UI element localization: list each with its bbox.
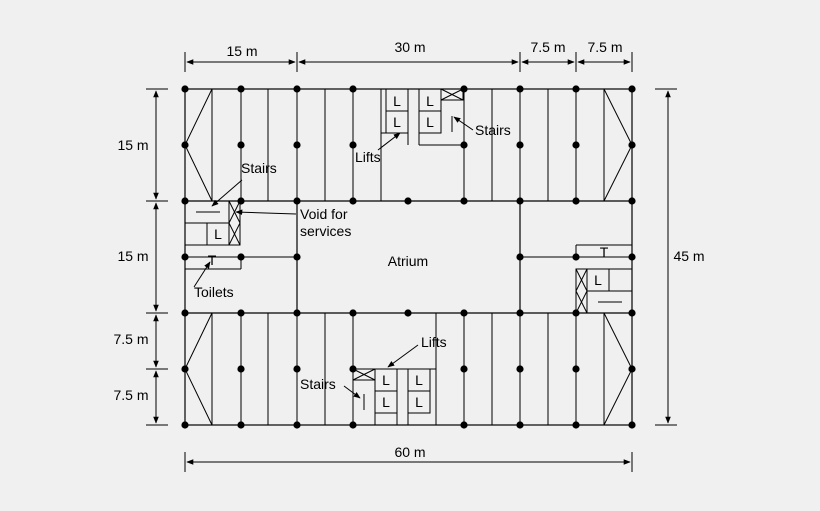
column-dot bbox=[628, 197, 636, 205]
column-dot bbox=[460, 85, 468, 93]
column-dot bbox=[572, 141, 580, 149]
top-lift-label-4: L bbox=[426, 114, 434, 130]
column-dot bbox=[628, 85, 636, 93]
atrium-label: Atrium bbox=[388, 253, 428, 269]
left-core: L T bbox=[184, 200, 241, 268]
column-dot bbox=[181, 421, 189, 429]
bottom-core: L L L L bbox=[352, 368, 436, 425]
stairs-label-top: Stairs bbox=[475, 122, 511, 138]
column-dot bbox=[516, 309, 524, 317]
column-dot bbox=[516, 141, 524, 149]
column-dot bbox=[516, 421, 524, 429]
column-dot bbox=[572, 197, 580, 205]
left-lift-label: L bbox=[214, 226, 222, 242]
column-dot bbox=[293, 197, 301, 205]
column-dot bbox=[237, 421, 245, 429]
column-dot bbox=[237, 309, 245, 317]
void-label-line1: Void for bbox=[300, 206, 348, 222]
column-dot bbox=[293, 253, 301, 261]
column-dot bbox=[404, 309, 412, 317]
void-label-line2: services bbox=[300, 223, 351, 239]
column-dot bbox=[181, 85, 189, 93]
top-lift-label-3: L bbox=[426, 93, 434, 109]
column-dot bbox=[460, 309, 468, 317]
column-dot bbox=[460, 365, 468, 373]
column-dot bbox=[237, 85, 245, 93]
right-lift-label: L bbox=[594, 272, 602, 288]
column-dot bbox=[181, 253, 189, 261]
dim-top-3: 7.5 m bbox=[530, 39, 565, 55]
lifts-label-bottom: Lifts bbox=[421, 334, 447, 350]
column-dot bbox=[349, 309, 357, 317]
column-dot bbox=[237, 197, 245, 205]
dim-left-1: 15 m bbox=[117, 137, 148, 153]
left-toilet-label: T bbox=[208, 252, 217, 268]
column-dot bbox=[237, 253, 245, 261]
column-dot bbox=[572, 253, 580, 261]
column-dot bbox=[460, 141, 468, 149]
top-lift-label-1: L bbox=[393, 93, 401, 109]
column-dot bbox=[628, 365, 636, 373]
column-dot bbox=[516, 253, 524, 261]
column-dot bbox=[181, 141, 189, 149]
column-dot bbox=[404, 197, 412, 205]
column-dot bbox=[237, 141, 245, 149]
column-dot bbox=[460, 421, 468, 429]
column-dot bbox=[516, 85, 524, 93]
columns bbox=[181, 85, 636, 429]
column-dot bbox=[181, 197, 189, 205]
column-dot bbox=[293, 421, 301, 429]
column-dot bbox=[293, 365, 301, 373]
column-dot bbox=[349, 85, 357, 93]
column-dot bbox=[628, 253, 636, 261]
bottom-lift-label-2: L bbox=[382, 394, 390, 410]
column-dot bbox=[516, 197, 524, 205]
column-dot bbox=[293, 85, 301, 93]
column-dot bbox=[516, 365, 524, 373]
dim-top-4: 7.5 m bbox=[587, 39, 622, 55]
column-dot bbox=[293, 141, 301, 149]
right-core: T L bbox=[575, 244, 633, 314]
dim-left-4: 7.5 m bbox=[113, 387, 148, 403]
column-dot bbox=[628, 421, 636, 429]
bottom-lift-label-4: L bbox=[415, 394, 423, 410]
column-dot bbox=[572, 421, 580, 429]
bottom-lift-label-3: L bbox=[415, 372, 423, 388]
column-dot bbox=[572, 365, 580, 373]
toilets-label: Toilets bbox=[194, 284, 234, 300]
column-dot bbox=[572, 309, 580, 317]
lifts-label-top: Lifts bbox=[355, 149, 381, 165]
top-lift-label-2: L bbox=[393, 114, 401, 130]
dim-left-3: 7.5 m bbox=[113, 331, 148, 347]
column-dot bbox=[628, 141, 636, 149]
column-dot bbox=[349, 197, 357, 205]
column-dot bbox=[237, 365, 245, 373]
stairs-label-left: Stairs bbox=[241, 160, 277, 176]
dim-top-1: 15 m bbox=[226, 43, 257, 59]
column-dot bbox=[181, 365, 189, 373]
stairs-label-bottom: Stairs bbox=[300, 376, 336, 392]
dim-top-2: 30 m bbox=[394, 39, 425, 55]
dim-bottom: 60 m bbox=[394, 444, 425, 460]
column-dot bbox=[460, 197, 468, 205]
top-core: L L L L bbox=[381, 88, 464, 146]
column-dot bbox=[293, 309, 301, 317]
column-dot bbox=[181, 309, 189, 317]
column-dot bbox=[572, 85, 580, 93]
column-dot bbox=[349, 365, 357, 373]
column-dot bbox=[349, 421, 357, 429]
bottom-lift-label-1: L bbox=[382, 372, 390, 388]
dim-left-2: 15 m bbox=[117, 248, 148, 264]
dim-right: 45 m bbox=[673, 248, 704, 264]
right-toilet-label: T bbox=[600, 244, 609, 260]
column-dot bbox=[628, 309, 636, 317]
dimension-lines bbox=[146, 52, 677, 472]
column-dot bbox=[349, 141, 357, 149]
